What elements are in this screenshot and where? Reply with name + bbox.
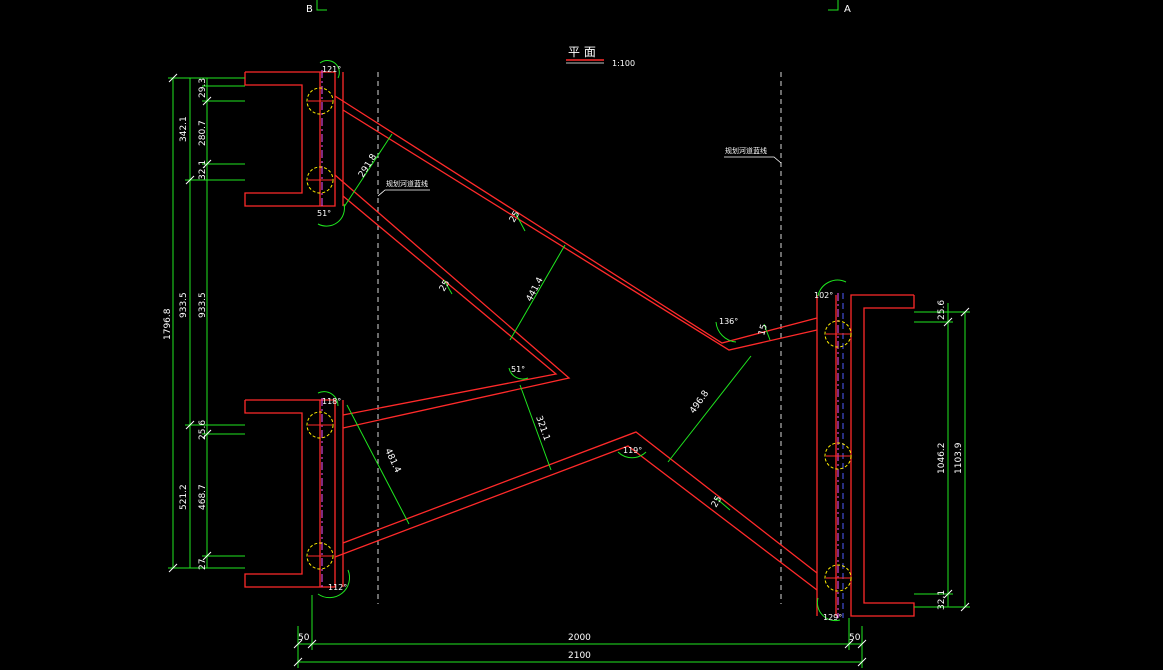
bottom-dim-right: 50 (849, 633, 861, 643)
angle-a1: 121° (322, 65, 341, 74)
angle-arcs (317, 60, 847, 622)
abutment-left-bottom (244, 399, 344, 588)
left-dim-d8: 25.6 (198, 420, 208, 440)
pile-circles (306, 87, 852, 592)
angle-a7: 102° (814, 291, 833, 300)
left-dim-d9: 468.7 (198, 484, 208, 510)
dim-top-diag-b: 25 (438, 279, 452, 294)
angle-apex: 51° (511, 365, 525, 374)
note-right: 规划河道蓝线 (725, 146, 767, 155)
note-leader-right (724, 156, 782, 164)
pile-centers (308, 100, 850, 579)
abutment-left-top (244, 71, 344, 207)
bottom-dim-left: 50 (298, 633, 310, 643)
left-dim-ticks (168, 73, 212, 573)
left-dim-d3: 521.2 (179, 484, 189, 510)
left-dim-lines (168, 77, 245, 569)
angle-a3: 136° (719, 317, 738, 326)
left-dim-d6: 32.1 (198, 160, 208, 180)
dim-right-lower: 25 (710, 495, 724, 510)
dim-lower-left: 481.4 (382, 447, 402, 475)
bottom-dim-middle: 2000 (568, 633, 591, 643)
angle-a4: 119° (623, 446, 642, 455)
angle-a5: 118° (322, 397, 341, 406)
right-dim-d3: 25.6 (937, 300, 947, 320)
drawing-scale: 1:100 (612, 59, 635, 68)
dim-right-top: 15 (757, 323, 770, 337)
axis-label-a: A (844, 4, 851, 15)
axis-marker-a (828, 0, 839, 11)
angle-a6: 112° (328, 583, 347, 592)
member-dims (343, 133, 771, 525)
truss-outline (334, 95, 818, 591)
right-dim-d1: 1046.2 (937, 443, 947, 475)
bottom-dim-lines (297, 595, 863, 668)
left-dim-d1: 342.1 (179, 116, 189, 142)
dim-mid-width: 441.4 (525, 276, 546, 304)
right-dim-d4: 32.1 (937, 590, 947, 610)
right-dim-ticks (943, 307, 970, 612)
right-dim-d2: 1103.9 (954, 442, 964, 474)
note-leader-left (377, 189, 430, 197)
right-dim-lines (914, 303, 970, 608)
angle-a2: 51° (317, 209, 331, 218)
dim-top-width: 291.8 (357, 152, 379, 179)
drawing-title: 平 面 (568, 45, 596, 59)
left-dim-d7: 933.5 (198, 292, 208, 318)
angle-a8: 129° (823, 613, 842, 622)
axis-marker-b (316, 0, 327, 11)
bottom-dim-total: 2100 (568, 651, 591, 661)
bottom-dim-ticks (293, 639, 867, 667)
dim-top-diag-a: 25 (508, 210, 522, 225)
left-dim-d5: 280.7 (198, 120, 208, 146)
left-dim-d10: 27 (198, 559, 208, 570)
left-dim-d4: 29.3 (198, 78, 208, 98)
axis-label-b: B (306, 4, 313, 15)
left-dim-d2: 933.5 (179, 292, 189, 318)
note-left: 规划河道蓝线 (386, 179, 428, 188)
left-dim-total: 1796.8 (163, 308, 173, 340)
